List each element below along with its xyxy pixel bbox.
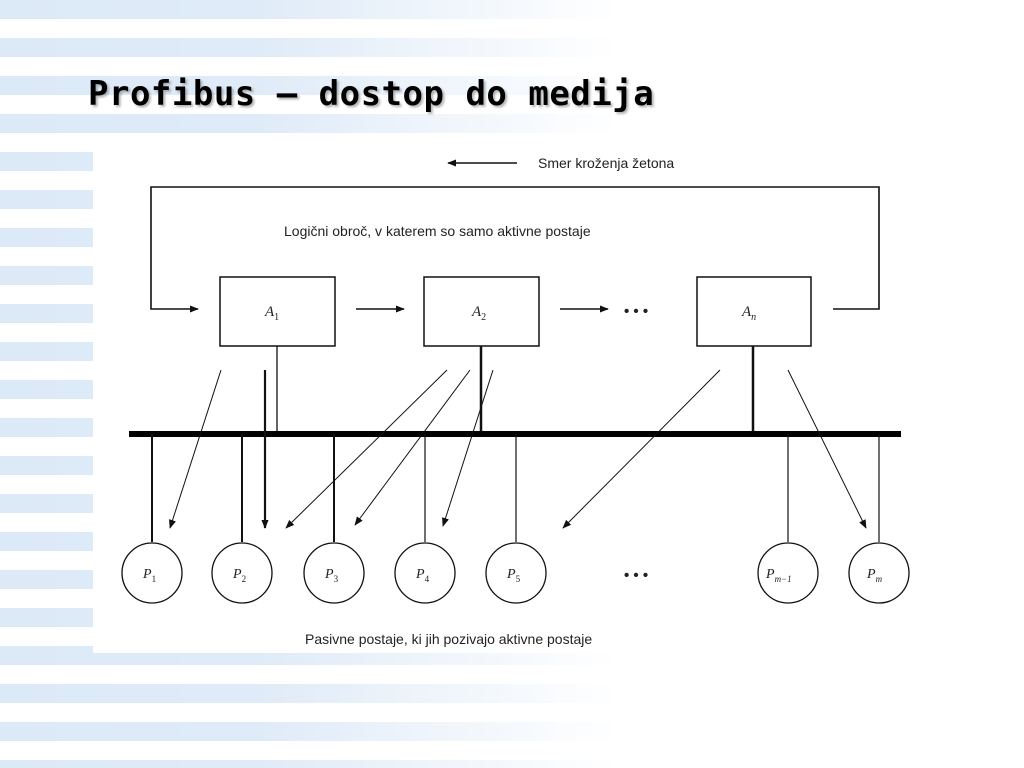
svg-text:P1: P1 <box>142 567 156 584</box>
poll-arrow-a2-p3 <box>354 369 471 526</box>
station-subscript: 1 <box>274 312 279 323</box>
passive-ellipsis: • • • <box>624 567 648 584</box>
svg-text:An: An <box>741 304 756 323</box>
svg-text:Pm: Pm <box>866 567 883 584</box>
poll-arrow-a2-p4 <box>442 369 494 527</box>
station-subscript: n <box>751 312 756 323</box>
svg-text:A1: A1 <box>264 304 279 323</box>
station-subscript: 2 <box>481 312 486 323</box>
svg-text:P2: P2 <box>232 567 246 584</box>
token-ring-diagram: Smer kroženja žetona Logični obroč, v ka… <box>93 148 928 653</box>
poll-arrow-an-pm <box>787 369 867 529</box>
active-station-an: An <box>696 276 812 347</box>
svg-text:P5: P5 <box>506 567 521 584</box>
active-station-a2: A2 <box>423 276 540 347</box>
passive-station-p5: P5 <box>485 542 547 604</box>
direction-label: Smer kroženja žetona <box>538 155 674 171</box>
active-ellipsis: • • • <box>624 303 648 320</box>
station-name: A <box>741 304 752 320</box>
passive-station-p1: P1 <box>121 542 183 604</box>
svg-text:Pm−1: Pm−1 <box>765 567 792 584</box>
passive-station-p4: P4 <box>394 542 456 604</box>
station-name: A <box>264 304 275 320</box>
poll-arrow-a2-p2 <box>285 369 448 529</box>
slide-title: Profibus – dostop do medija <box>88 74 655 114</box>
poll-arrow-an-p5 <box>562 369 721 529</box>
passive-station-p2: P2 <box>211 542 273 604</box>
svg-text:P4: P4 <box>415 567 430 584</box>
ring-label: Logični obroč, v katerem so samo aktivne… <box>284 223 591 239</box>
svg-text:P3: P3 <box>324 567 339 584</box>
active-station-a1: A1 <box>219 276 336 347</box>
passive-station-pm-1: Pm−1 <box>757 542 819 604</box>
passive-station-pm: Pm <box>848 542 910 604</box>
passive-stations-label: Pasivne postaje, ki jih pozivajo aktivne… <box>305 631 592 647</box>
passive-station-p3: P3 <box>303 542 365 604</box>
poll-arrow-a1-p1 <box>169 369 222 529</box>
logical-ring-loop <box>150 186 880 313</box>
svg-text:A2: A2 <box>471 304 486 323</box>
station-name: A <box>471 304 482 320</box>
